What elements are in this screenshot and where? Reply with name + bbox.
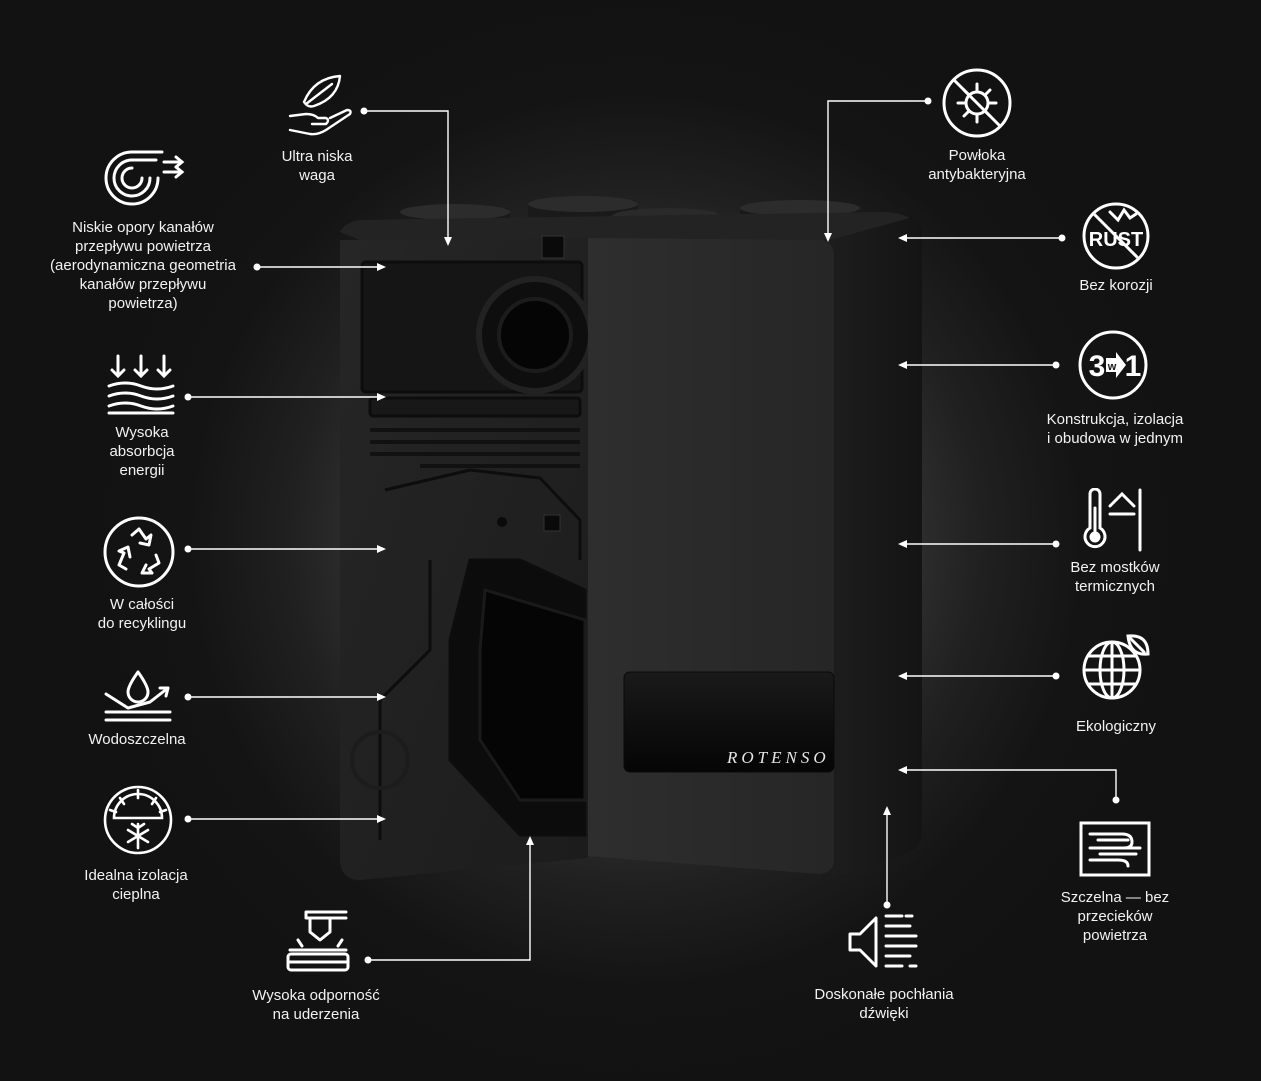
feature-corrosion-label: Bez korozji xyxy=(1079,277,1153,294)
press-impact-icon xyxy=(286,910,350,972)
air-flow-box-icon xyxy=(1079,821,1151,877)
svg-text:3: 3 xyxy=(1089,350,1106,383)
arrows-waves-icon xyxy=(107,354,175,415)
brand-logo: ROTENSO xyxy=(727,748,830,767)
snowflake-sun-icon xyxy=(103,785,173,855)
svg-text:RUST: RUST xyxy=(1089,229,1143,251)
no-bacteria-icon xyxy=(942,68,1012,138)
water-drop-icon xyxy=(104,670,172,722)
three-in-one-icon: 3 w 1 xyxy=(1078,330,1148,400)
recycle-icon xyxy=(103,516,175,588)
no-rust-icon: RUST xyxy=(1082,202,1150,270)
leaf-hand-icon xyxy=(288,74,352,136)
speaker-waves-icon xyxy=(848,914,918,968)
globe-leaf-icon xyxy=(1082,634,1150,700)
thermometer-icon xyxy=(1083,488,1142,552)
svg-text:w: w xyxy=(1107,361,1117,373)
svg-text:1: 1 xyxy=(1125,350,1142,383)
feature-ecological-label: Ekologiczny xyxy=(1075,718,1157,735)
interior-structure xyxy=(350,235,594,840)
feature-waterproof-label: Wodoszczelna xyxy=(88,731,186,748)
airflow-spiral-icon xyxy=(104,150,185,206)
display-window xyxy=(623,671,835,773)
